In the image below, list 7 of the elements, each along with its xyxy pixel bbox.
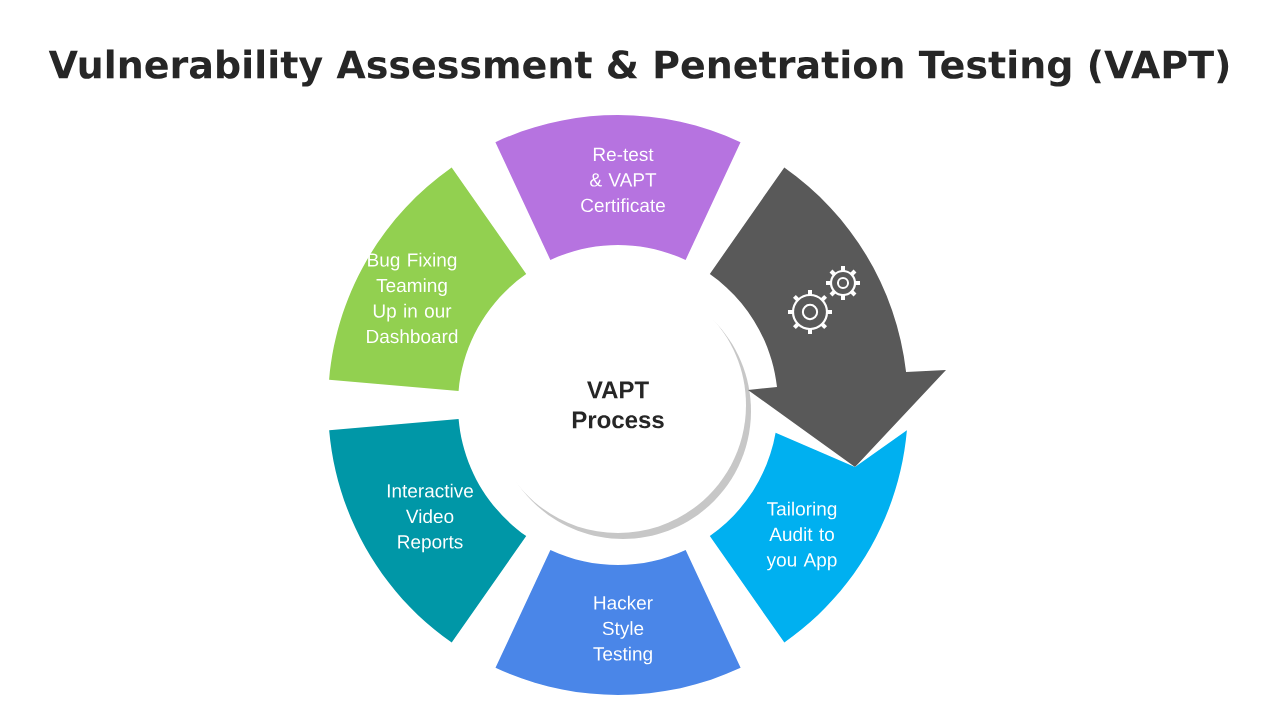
curved-arrow — [709, 167, 946, 467]
title: Vulnerability Assessment & Penetration Testing (VAPT) — [48, 49, 1229, 87]
ring-segment: Re-test & VAPT Certificate — [495, 115, 741, 260]
ring-segment: Interactive Video Reports — [329, 418, 527, 643]
ring-segment: Tailoring Audit to you App — [709, 430, 907, 643]
ring-segment: Bug Fixing Teaming Up in our Dashboard — [329, 167, 527, 391]
ring-segment: Hacker Style Testing — [495, 550, 741, 695]
